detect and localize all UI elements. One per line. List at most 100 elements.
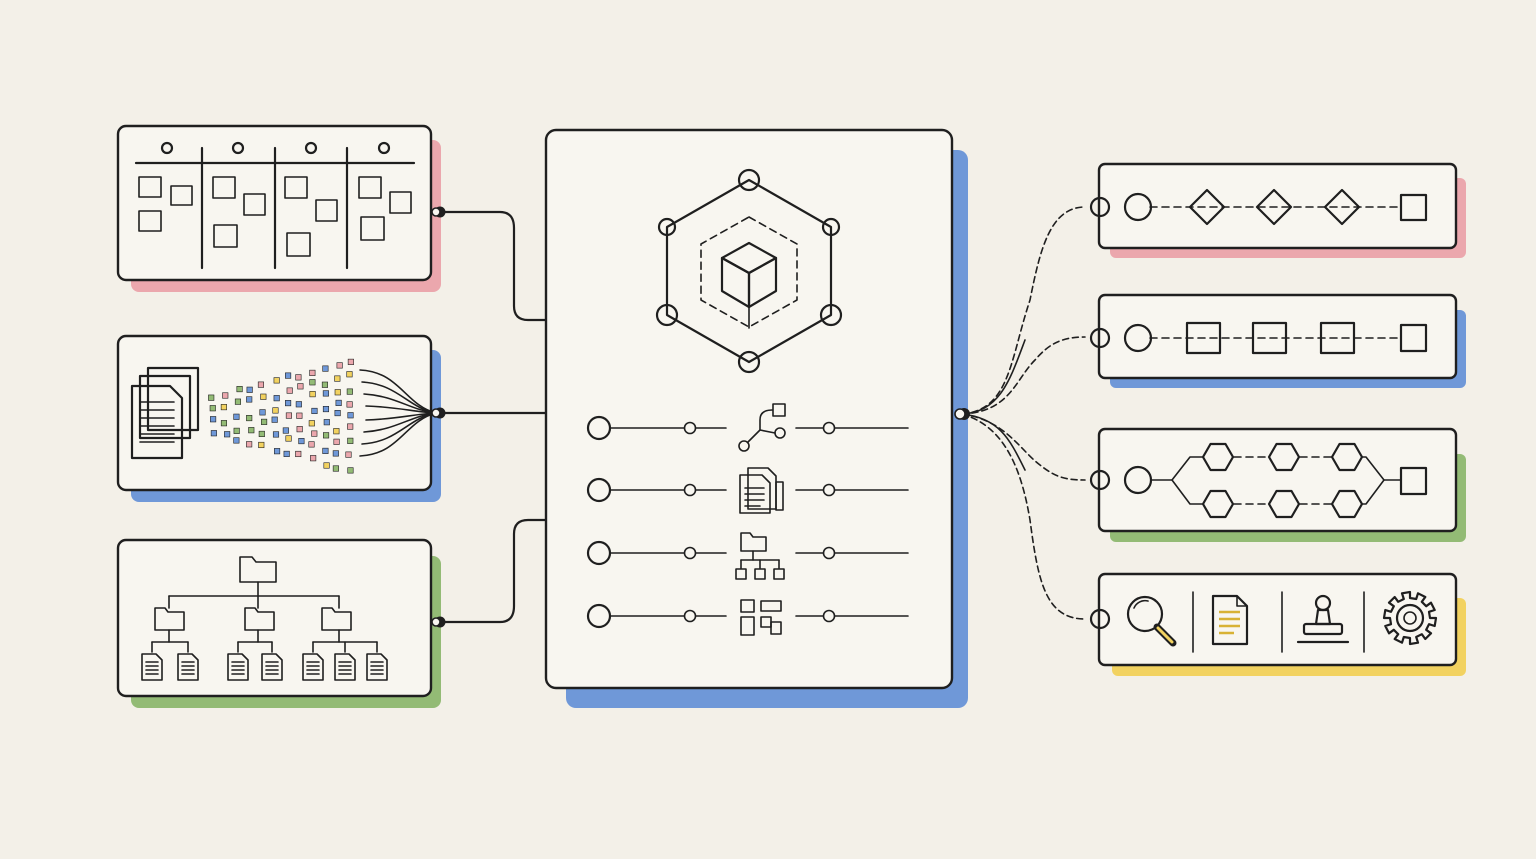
token-particle — [322, 390, 329, 397]
token-particle — [311, 407, 318, 415]
output-card-review-toolbar — [1089, 572, 1466, 676]
token-particle — [208, 394, 215, 401]
token-particle — [285, 400, 292, 407]
token-particle — [274, 448, 281, 455]
token-particle — [322, 365, 329, 372]
token-particle — [295, 401, 302, 408]
step-hexagon — [1330, 442, 1364, 472]
token-particle — [309, 379, 316, 386]
leaf-document-icon — [227, 653, 249, 681]
token-particle — [257, 381, 264, 388]
token-particle — [285, 435, 292, 442]
token-particle — [220, 420, 228, 427]
leaf-document-icon — [334, 653, 356, 681]
token-particle — [209, 405, 216, 412]
magnifier-icon — [1126, 595, 1177, 647]
step-hexagon — [1330, 489, 1364, 519]
token-particle — [298, 438, 305, 445]
hub-row-blue — [586, 477, 909, 503]
leaf-document-icon — [261, 653, 283, 681]
token-particle — [347, 358, 354, 365]
step-hexagon — [1201, 489, 1235, 519]
token-particle — [323, 462, 330, 469]
hub-row-green — [586, 540, 909, 566]
token-particle — [285, 412, 292, 419]
output-card-parallel-flow — [1089, 427, 1466, 542]
leaf-document-icons — [141, 653, 388, 681]
token-particle — [224, 431, 231, 438]
output-card-decision-flow — [1089, 162, 1466, 258]
token-particle — [236, 386, 243, 393]
token-particle — [345, 451, 352, 458]
token-particle — [333, 438, 340, 445]
token-particle — [248, 427, 255, 434]
token-particle — [233, 427, 240, 434]
input-card-kanban-board — [116, 124, 441, 292]
hub-card — [544, 128, 968, 708]
token-particle — [335, 399, 342, 406]
token-particle — [310, 455, 317, 462]
org-chart-icon — [735, 532, 785, 580]
folder-tree-icon — [151, 556, 378, 653]
token-particle — [286, 387, 293, 394]
token-particle — [222, 392, 229, 399]
input-card-document-tokenizer — [116, 334, 441, 502]
hub-row-dot — [586, 540, 612, 566]
token-particle — [295, 450, 302, 458]
parallel-step-hexagons — [1201, 442, 1364, 519]
token-particle — [258, 441, 265, 449]
hub-row-dot — [586, 415, 612, 441]
token-particle — [296, 426, 303, 433]
token-particle — [347, 437, 354, 444]
hub-row-dot — [586, 603, 612, 629]
token-particle — [285, 372, 292, 379]
token-particle — [233, 413, 240, 420]
input-card-folder-hierarchy — [116, 538, 441, 708]
step-hexagon — [1201, 442, 1235, 472]
hub-row-pink — [586, 415, 909, 441]
token-particle — [273, 395, 280, 402]
token-particle — [321, 381, 328, 388]
token-particle — [296, 412, 303, 419]
token-particle — [347, 467, 354, 474]
token-particle — [246, 386, 253, 393]
token-particle — [259, 409, 266, 416]
document-icon — [1211, 594, 1249, 646]
token-particle — [246, 396, 253, 403]
token-particle — [323, 419, 330, 426]
token-particle — [272, 407, 279, 414]
token-particle — [332, 450, 339, 457]
token-particle — [334, 389, 341, 396]
token-particle — [334, 375, 341, 382]
output-connectors — [954, 206, 1086, 620]
token-particle — [233, 437, 240, 444]
gear-icon — [1382, 590, 1438, 646]
token-particle — [347, 412, 354, 419]
token-particle — [272, 431, 280, 438]
hub-row-yellow — [586, 603, 909, 629]
token-particle — [333, 428, 340, 435]
token-particle — [323, 432, 330, 439]
token-particle — [309, 391, 316, 398]
token-particle — [234, 398, 242, 405]
token-particle — [297, 383, 304, 390]
branch-icon — [738, 403, 786, 452]
token-particle — [246, 441, 253, 448]
stamp-icon — [1296, 594, 1350, 644]
token-particle — [334, 410, 341, 417]
token-particle — [311, 430, 318, 437]
token-particle — [283, 450, 290, 457]
documents-icon — [739, 467, 784, 514]
token-particle — [308, 420, 315, 427]
token-particle — [346, 388, 353, 395]
leaf-document-icon — [302, 653, 324, 681]
token-particle — [261, 418, 268, 425]
token-particle — [210, 416, 217, 423]
token-particle — [322, 406, 330, 413]
token-particle — [210, 430, 217, 437]
output-card-sequential-flow — [1089, 293, 1466, 388]
token-particle — [309, 369, 316, 376]
token-particle — [260, 393, 267, 400]
document-stack-icon — [130, 366, 200, 460]
